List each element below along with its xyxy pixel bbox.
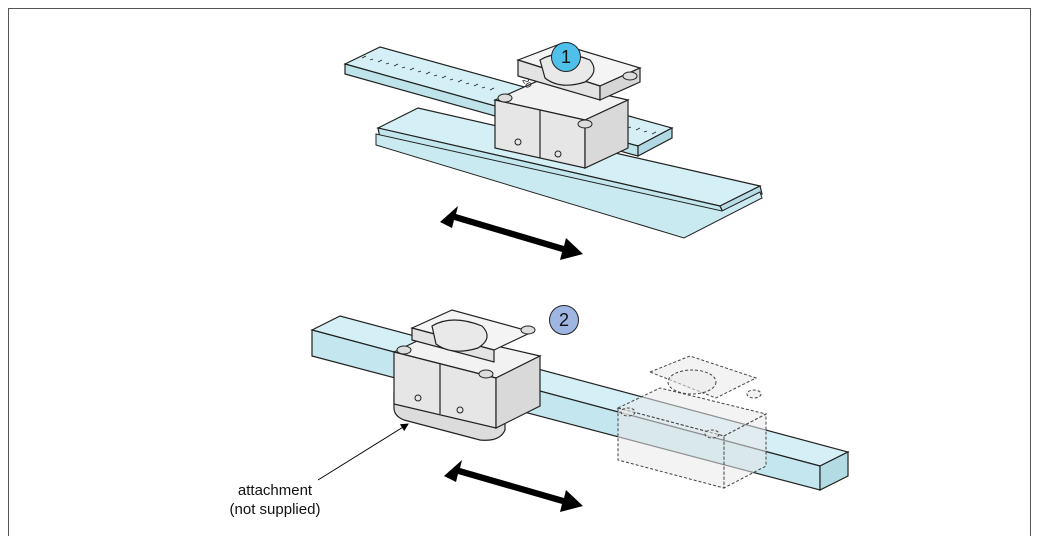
carrier-block-top: 20	[493, 43, 642, 169]
scale-ticks	[361, 55, 657, 135]
top-assembly: 20	[343, 43, 763, 260]
bottom-assembly	[310, 309, 850, 512]
attachment-label: attachment (not supplied)	[215, 481, 335, 519]
double-arrow-bottom	[444, 460, 583, 512]
figure-frame	[8, 8, 1031, 536]
attachment-label-line-2: (not supplied)	[229, 501, 321, 518]
callout-1: 1	[551, 42, 581, 72]
attachment-label-line-1: attachment	[237, 482, 313, 499]
carrier-block-bottom	[392, 309, 542, 441]
attachment-leader-line	[317, 423, 409, 481]
scale-mark-label: 20	[520, 76, 534, 90]
double-arrow-top	[440, 206, 583, 260]
ghost-block	[616, 355, 768, 489]
callout-2: 2	[549, 305, 579, 335]
flat-rail	[310, 315, 850, 491]
